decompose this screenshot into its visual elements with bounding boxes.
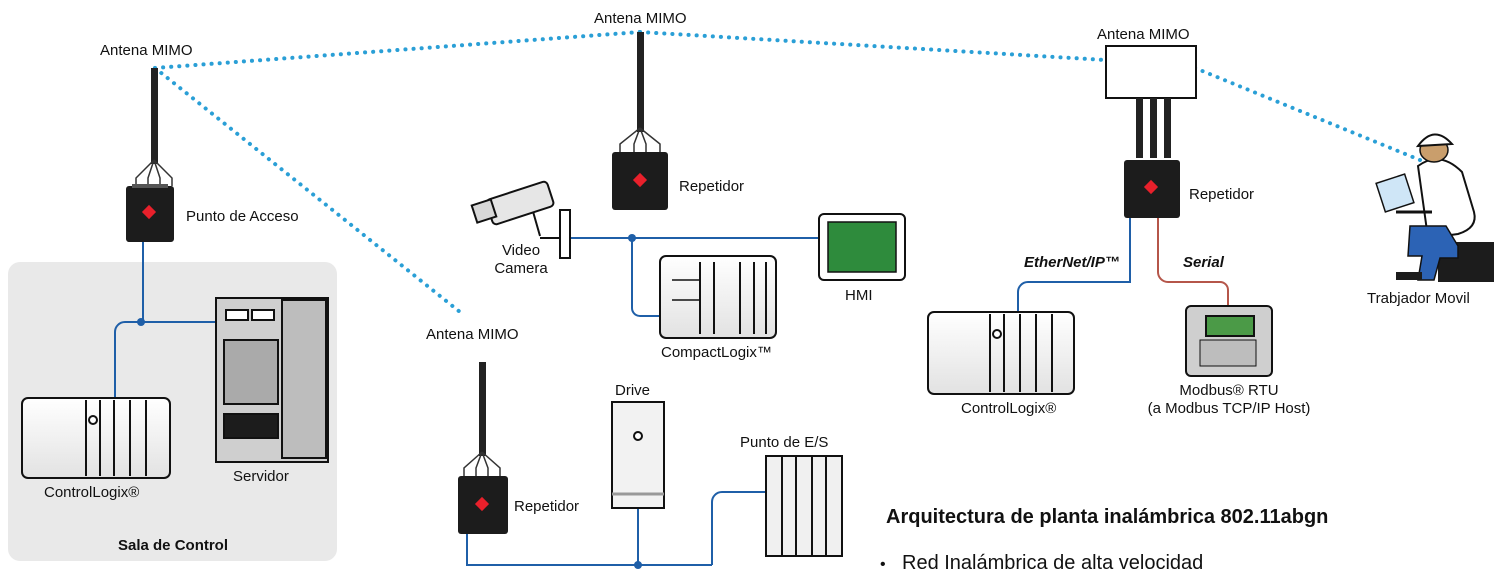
serial-label: Serial bbox=[1183, 254, 1224, 271]
access-point-label: Punto de Acceso bbox=[186, 208, 299, 225]
control-room-label: Sala de Control bbox=[118, 537, 229, 554]
junction-dot bbox=[634, 561, 642, 569]
mobile-worker-label: Trabjador Movil bbox=[1367, 290, 1470, 307]
compactlogix-label: CompactLogix™ bbox=[661, 344, 772, 361]
server-icon bbox=[215, 297, 329, 463]
video-camera-label-line1: Video bbox=[501, 242, 541, 259]
repeater-bottom-label: Repetidor bbox=[514, 498, 580, 515]
repeater-right-device bbox=[1105, 45, 1197, 218]
ethernet-ip-label: EtherNet/IP™ bbox=[1024, 254, 1120, 271]
controllogix-right-label: ControlLogix® bbox=[961, 400, 1057, 417]
modbus-label-line1: Modbus® RTU bbox=[1179, 382, 1279, 399]
serial-wire bbox=[1157, 218, 1229, 306]
repeater-center-label: Repetidor bbox=[679, 178, 745, 195]
antenna-left-label: Antena MIMO bbox=[100, 42, 193, 59]
diagram-title: Arquitectura de planta inalámbrica 802.1… bbox=[886, 506, 1329, 528]
io-point-label: Punto de E/S bbox=[740, 434, 829, 451]
antenna-top-center-label: Antena MIMO bbox=[594, 10, 687, 27]
hmi-icon bbox=[818, 213, 906, 281]
modbus-rtu-icon bbox=[1185, 305, 1273, 377]
hmi-label: HMI bbox=[845, 287, 873, 304]
repeater-right-label: Repetidor bbox=[1189, 186, 1255, 203]
controllogix-right-icon bbox=[927, 311, 1075, 395]
drive-icon bbox=[611, 401, 665, 509]
wireless-links bbox=[153, 30, 1422, 314]
ethernet-wires bbox=[114, 218, 1131, 566]
antenna-top-right-label: Antena MIMO bbox=[1097, 26, 1190, 43]
junction-dot bbox=[137, 318, 145, 326]
video-camera-icon bbox=[470, 180, 571, 259]
repeater-bottom-device bbox=[458, 362, 508, 534]
junction-dot bbox=[628, 234, 636, 242]
modbus-label-line2: (a Modbus TCP/IP Host) bbox=[1147, 400, 1311, 417]
bullet-item: Red Inalámbrica de alta velocidad bbox=[880, 552, 1203, 575]
controllogix-left-label: ControlLogix® bbox=[44, 484, 140, 501]
controllogix-left-icon bbox=[21, 397, 171, 479]
antenna-bottom-label: Antena MIMO bbox=[426, 326, 519, 343]
io-point-icon bbox=[765, 455, 843, 557]
mobile-worker-icon bbox=[1375, 133, 1494, 282]
drive-label: Drive bbox=[615, 382, 651, 399]
repeater-center-device bbox=[612, 32, 668, 210]
access-point-device bbox=[126, 68, 174, 242]
server-label: Servidor bbox=[233, 468, 289, 485]
video-camera-label-line2: Camera bbox=[494, 260, 548, 277]
compactlogix-icon bbox=[659, 255, 777, 339]
